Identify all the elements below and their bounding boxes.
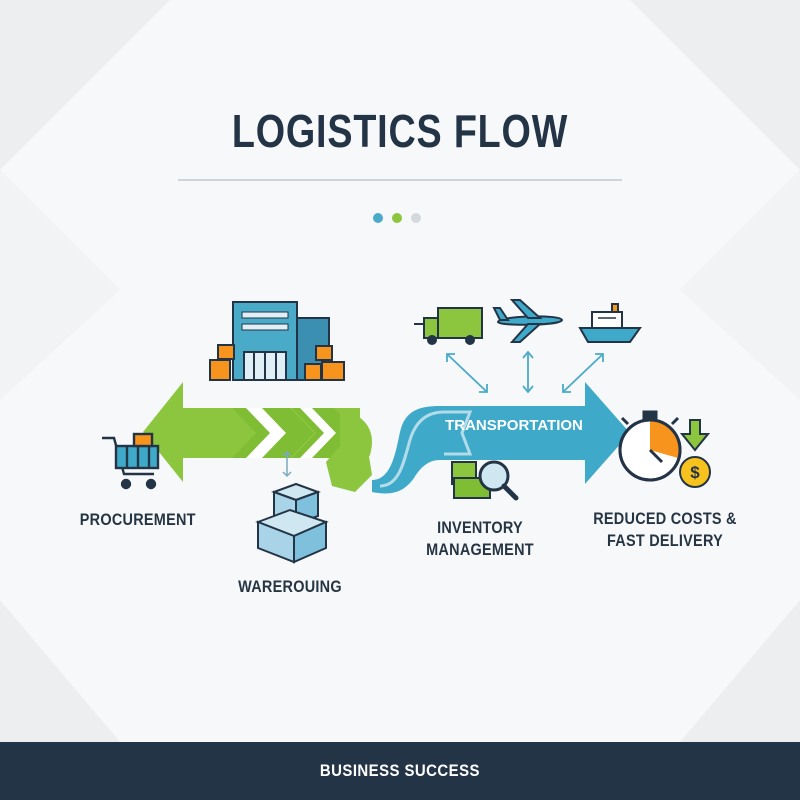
- procurement-label: PROCUREMENT: [79, 510, 196, 529]
- inventory-search-icon: [451, 460, 519, 501]
- svg-text:$: $: [690, 463, 700, 482]
- ship-icon: [578, 303, 642, 343]
- outcome-label-line1: REDUCED COSTS &: [593, 509, 737, 528]
- shopping-cart-icon: [102, 432, 160, 490]
- transportation-flow-band: [372, 382, 630, 494]
- inventory-label: INVENTORY MANAGEMENT: [412, 517, 548, 561]
- procurement-flow-band: [143, 382, 372, 492]
- warehouse-building-icon: [209, 301, 345, 381]
- outcome-label: REDUCED COSTS & FAST DELIVERY: [593, 508, 738, 552]
- transportation-label: TRANSPORTATION: [445, 417, 583, 434]
- down-arrow-icon: [679, 419, 711, 452]
- pagination-dot: [373, 213, 383, 223]
- page-title: LOGISTICS FLOW: [231, 105, 569, 157]
- dollar-coin-icon: $: [679, 456, 711, 488]
- truck-icon: [414, 307, 483, 345]
- pagination-dot: [411, 213, 421, 223]
- warehousing-label: WAREROUING: [238, 577, 342, 596]
- footer-text: BUSINESS SUCCESS: [319, 761, 480, 780]
- inventory-label-line2: MANAGEMENT: [426, 540, 534, 559]
- stopwatch-icon: [618, 410, 682, 482]
- transport-connectors: [446, 350, 604, 394]
- outcome-label-line2: FAST DELIVERY: [607, 531, 723, 550]
- footer-banner: BUSINESS SUCCESS: [0, 742, 800, 800]
- pagination-dots: [373, 213, 421, 225]
- inventory-label-line1: INVENTORY: [437, 518, 523, 537]
- stacked-boxes-icon: [255, 450, 329, 564]
- title-divider: [178, 179, 622, 181]
- airplane-icon: [492, 299, 564, 343]
- pagination-dot: [392, 213, 402, 223]
